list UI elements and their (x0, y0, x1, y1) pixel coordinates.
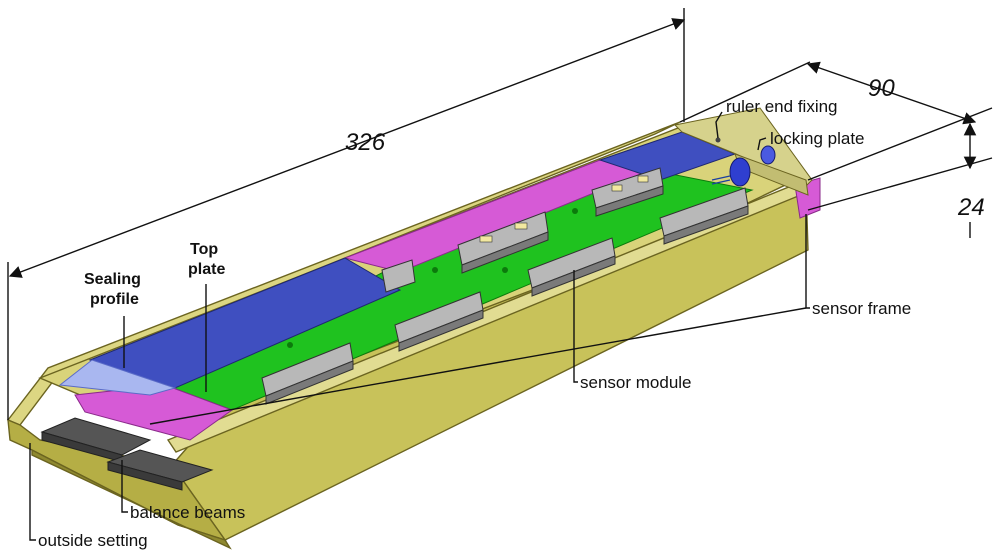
pcb-hole (572, 208, 578, 214)
label-outside-setting: outside setting (38, 531, 148, 550)
length-value: 326 (345, 129, 386, 156)
leader-lines (29, 111, 810, 541)
sensor-module (394, 291, 484, 352)
dimension-length: 326 (7, 8, 686, 420)
pcb-hole (502, 267, 508, 273)
balance-beams (40, 417, 214, 491)
housing-base (31, 448, 232, 550)
label-sealing-profile-1: Sealing (84, 271, 141, 288)
pcb-hole (432, 267, 438, 273)
sensor-module (261, 342, 354, 405)
balance-beam (107, 461, 183, 491)
pcb-hole (287, 342, 293, 348)
label-locking-plate: locking plate (770, 129, 865, 148)
label-sealing-profile-2: profile (90, 291, 139, 308)
label-top-plate-1: Top (190, 241, 218, 258)
label-ruler-end-fixing: ruler end fixing (726, 97, 838, 116)
sealing-profile (58, 359, 177, 396)
label-sensor-module: sensor module (580, 373, 692, 392)
dimension-width: 90 (679, 61, 993, 181)
width-value: 90 (868, 75, 895, 102)
fixing-hole (715, 137, 721, 143)
locking-plate-knob (760, 145, 776, 165)
label-top-plate-2: plate (188, 261, 225, 278)
label-balance-beams: balance beams (130, 503, 245, 522)
height-value: 24 (957, 194, 985, 221)
locking-plate (729, 157, 751, 187)
dimension-height: 24 (807, 122, 993, 238)
label-sensor-frame: sensor frame (812, 299, 911, 318)
